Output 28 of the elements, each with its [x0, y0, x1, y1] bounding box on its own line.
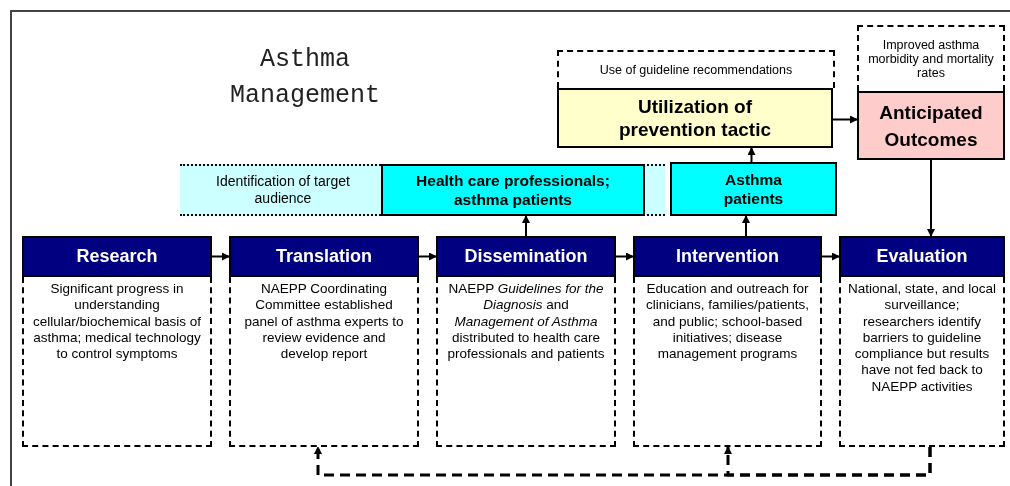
arrow — [821, 252, 840, 261]
stage-description: Education and outreach for clinicians, families/patients, and public; school-based initiatives; disease management programs — [633, 277, 822, 447]
stage-header: Dissemination — [436, 236, 616, 277]
stage-header: Research — [22, 236, 212, 277]
arrow — [742, 215, 750, 237]
audience-box: Health care professionals; asthma patients — [381, 164, 645, 216]
arrow — [522, 215, 530, 237]
target-band: Identification of target audience Health care professionals; asthma patients — [180, 164, 665, 216]
stage-header: Evaluation — [839, 236, 1005, 277]
feedback-arrow — [724, 446, 932, 477]
arrow — [927, 159, 935, 237]
stage-description: NAEPP Coordinating Committee established panel of asthma experts to review evidence and develop report — [229, 277, 419, 447]
note-box: Improved asthma morbidity and mortality rates — [857, 25, 1005, 91]
stage-description: NAEPP Guidelines for the Diagnosis and Management of Asthma distributed to health care professionals and patients — [436, 277, 616, 447]
stage-header: Translation — [229, 236, 419, 277]
arrow — [615, 252, 634, 261]
stage-description: Significant progress in understanding cellular/biochemical basis of asthma; medical technology to control symptoms — [22, 277, 212, 447]
outcome-box: Anticipated Outcomes — [857, 91, 1005, 160]
arrow — [832, 115, 858, 124]
arrow — [747, 147, 756, 163]
note-box: Use of guideline recommendations — [557, 50, 835, 88]
diagram-title: Asthma Management — [229, 44, 381, 112]
arrow — [211, 252, 230, 261]
stage-description: National, state, and local surveillance; researchers identify barriers to guideline compliance but results have not fed back to NAEPP activities — [839, 277, 1005, 447]
process-box: Utilization of prevention tactic — [557, 88, 833, 148]
arrow — [418, 252, 437, 261]
audience-box: Asthma patients — [670, 162, 837, 216]
stage-header: Intervention — [633, 236, 822, 277]
